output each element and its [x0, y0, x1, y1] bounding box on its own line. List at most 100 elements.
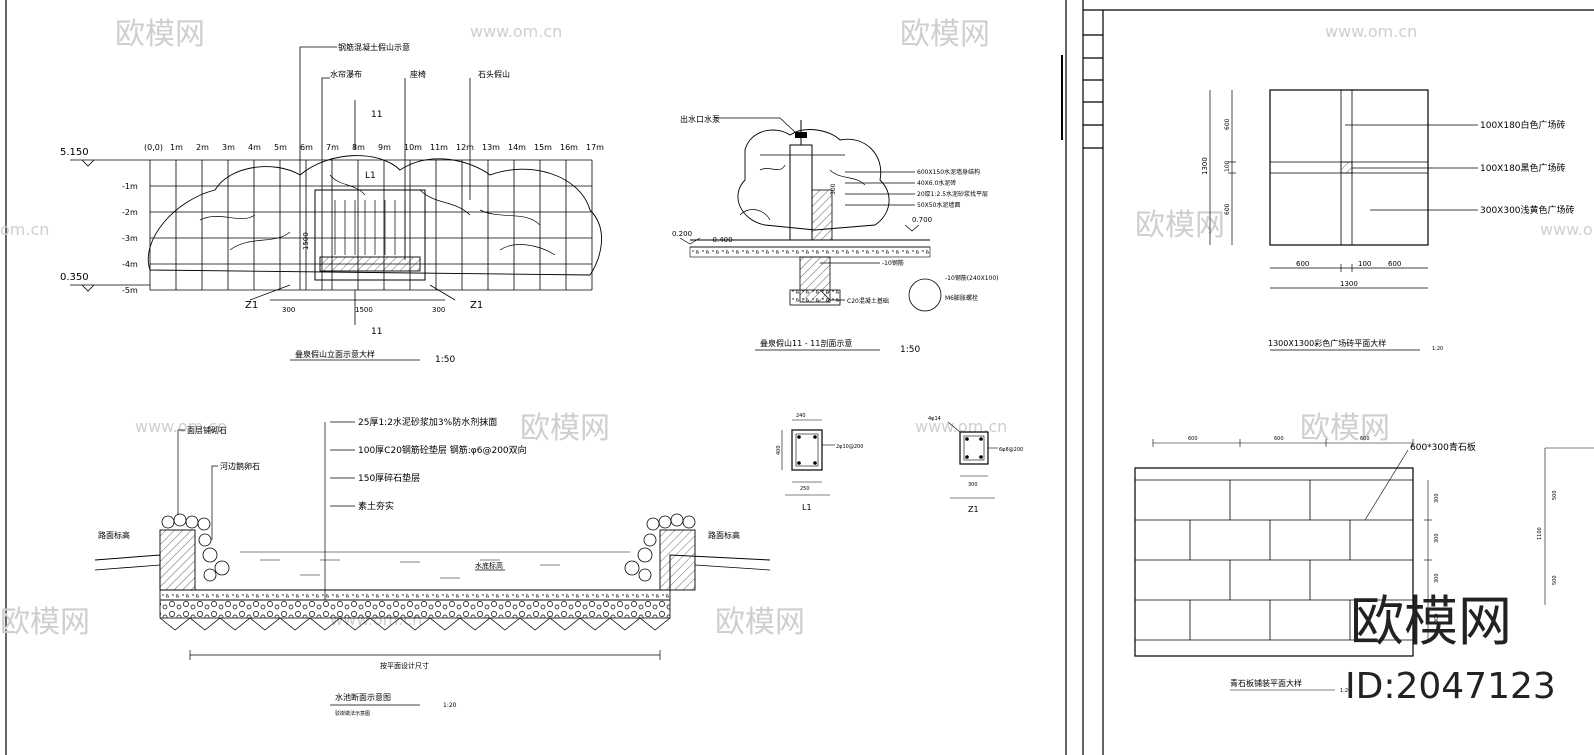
watermark-site: www.om.cn	[470, 22, 562, 41]
level-top: 5.150	[60, 147, 89, 158]
section-scale: 1:50	[900, 345, 920, 355]
section-layer: 20厚1:2.5水泥砂浆找平层	[917, 190, 988, 198]
watermark-site: www.om.cn	[135, 417, 227, 436]
section-note: -10钢筋	[882, 259, 904, 267]
detail-dim: 4φ14	[928, 416, 941, 422]
detail-dim: 250	[800, 486, 810, 492]
section-note: M6膨胀螺栓	[945, 294, 978, 302]
section-note: C20混凝土基础	[847, 297, 889, 305]
section-layer: 50X50水泥墙面	[917, 201, 960, 209]
tile-label: 100X180黑色广场砖	[1480, 162, 1566, 174]
dim-text: 600	[1224, 203, 1231, 215]
watermark-site: www.om.cn	[1540, 220, 1594, 239]
detail-dim: 240	[796, 413, 806, 419]
h-tick-label: 9m	[378, 143, 391, 152]
h-tick-label: 17m	[586, 143, 604, 152]
dim-text: 1100	[1537, 527, 1543, 540]
elev-label: 钢筋混凝土假山示意	[338, 42, 410, 52]
dim-text: 600	[1274, 436, 1284, 442]
section-title: 叠泉假山11 - 11剖面示意	[760, 338, 852, 348]
watermark-brand: 欧模网	[0, 605, 90, 640]
watermark-site: www.om.cn	[915, 417, 1007, 436]
wall-title: 青石板铺装平面大样	[1230, 678, 1302, 688]
detail-dim: 300	[968, 482, 978, 488]
section-level: 0.200	[672, 230, 692, 238]
h-tick-label: 3m	[222, 143, 235, 152]
h-tick-label: 5m	[274, 143, 287, 152]
dim-text: 300	[432, 306, 445, 314]
dim-text: 300	[282, 306, 295, 314]
dim-text: 1300	[1340, 280, 1358, 288]
section-level: -0.400	[710, 236, 733, 244]
tile-title: 1300X1300彩色广场砖平面大样	[1268, 338, 1386, 348]
wall-label: 600*300青石板	[1410, 441, 1476, 453]
detail-dim: 400	[776, 445, 782, 455]
dim-text: 300	[1434, 573, 1440, 583]
h-tick-label: 10m	[404, 143, 422, 152]
pool-dim: 按平面设计尺寸	[380, 661, 429, 670]
dim-text: 100	[1358, 260, 1371, 268]
pool-layer: 150厚碎石垫层	[358, 472, 420, 484]
v-tick-label: -1m	[122, 182, 138, 191]
tile-plan: 100X180白色广场砖 100X180黑色广场砖 300X300浅黄色广场砖 …	[1201, 89, 1575, 352]
corner-id: ID:2047123	[1345, 666, 1556, 707]
dim-text: 300	[830, 183, 837, 195]
tile-label: 300X300浅黄色广场砖	[1480, 204, 1575, 216]
section-layer: 600X150水泥墙身结构	[917, 168, 980, 176]
section-note: -10钢筋(240X100)	[945, 274, 999, 282]
section-level: 0.700	[912, 216, 932, 224]
pool-subtitle: 驳岸做法示意图	[335, 710, 370, 717]
dim-text: 1500	[302, 232, 310, 250]
dim-text: 600	[1360, 436, 1370, 442]
watermark-site: www.om.cn	[1325, 22, 1417, 41]
h-tick-label: 12m	[456, 143, 474, 152]
beam-mark: L1	[365, 171, 376, 181]
pool-label: 面层铺砌石	[187, 425, 227, 435]
h-tick-label: 6m	[300, 143, 313, 152]
rebar-details: 240 400 2φ10@200 250 L1 4φ14 6φ8@200 300…	[776, 413, 1023, 514]
pool-label: 河边鹅卵石	[220, 461, 260, 471]
detail-dim: 2φ10@200	[836, 444, 863, 450]
stone-plan: 600 600 600 300 300 300 300 500 500 1100…	[1134, 436, 1594, 694]
pool-layer: 100厚C20钢筋砼垫层 钢筋:φ6@200双向	[358, 444, 527, 456]
dim-text: 500	[1552, 490, 1558, 500]
v-tick-label: -2m	[122, 208, 138, 217]
h-tick-label: (0,0)	[144, 143, 163, 152]
watermark-brand: 欧模网	[900, 17, 990, 52]
h-tick-label: 1m	[170, 143, 183, 152]
detail-label: L1	[802, 503, 812, 512]
pool-drawing: 25厚1:2水泥砂浆加3%防水剂抹面 100厚C20钢筋砼垫层 钢筋:φ6@20…	[94, 416, 771, 717]
detail-dim: 6φ8@200	[999, 447, 1023, 453]
watermarks: 欧模网 www.om.cn 欧模网 www.om.cn om.cn 欧模网 ww…	[0, 17, 1594, 640]
dim-text: 600	[1224, 118, 1231, 130]
watermark-brand: 欧模网	[115, 17, 205, 52]
col-mark: Z1	[470, 300, 483, 311]
watermark-brand: 欧模网	[715, 605, 805, 640]
dim-text: 600	[1188, 436, 1198, 442]
watermark-brand: 欧模网	[520, 411, 610, 446]
h-tick-label: 11m	[430, 143, 448, 152]
section-layer: 40X6.0水泥砖	[917, 179, 956, 187]
h-tick-label: 14m	[508, 143, 526, 152]
dim-text: 300	[1434, 613, 1440, 623]
dim-text: 300	[1434, 533, 1440, 543]
h-tick-label: 7m	[326, 143, 339, 152]
elev-label: 水帘瀑布	[330, 69, 362, 79]
tile-label: 100X180白色广场砖	[1480, 119, 1566, 131]
pool-scale: 1:20	[443, 702, 457, 709]
watermark-brand: 欧模网	[1300, 411, 1390, 446]
pool-label: 路面标高	[708, 530, 740, 540]
dim-text: 500	[1552, 575, 1558, 585]
v-tick-label: -3m	[122, 234, 138, 243]
h-tick-label: 4m	[248, 143, 261, 152]
col-mark: Z1	[245, 300, 258, 311]
dim-text: 300	[1434, 493, 1440, 503]
v-tick-label: -5m	[122, 286, 138, 295]
dim-text: 1300	[1201, 157, 1209, 175]
h-tick-label: 2m	[196, 143, 209, 152]
elevation-title: 叠泉假山立面示意大样	[295, 349, 375, 359]
dim-text: 600	[1388, 260, 1401, 268]
tile-scale: 1:20	[1432, 346, 1443, 352]
